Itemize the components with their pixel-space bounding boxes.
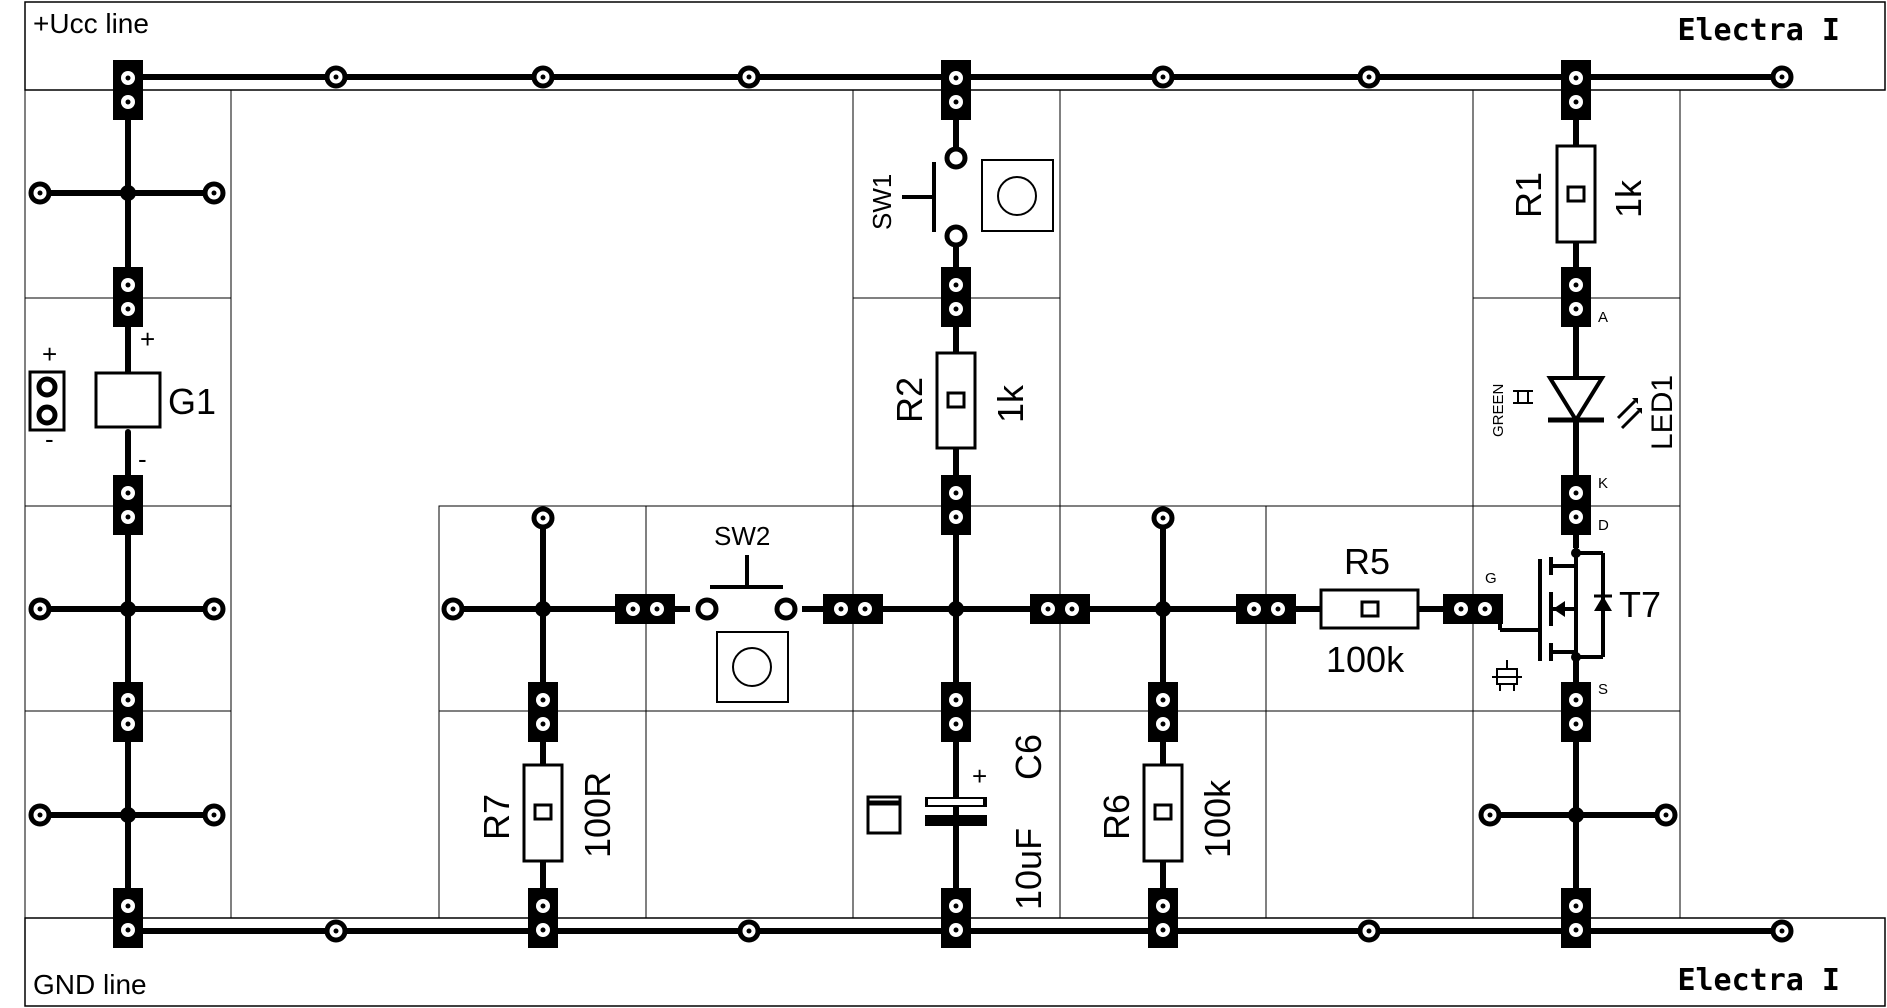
- resistor-r7: R7 100R: [476, 509, 618, 948]
- center-column: [941, 60, 971, 948]
- ucc-line-label: +Ucc line: [33, 8, 149, 39]
- sw1-ref-label: SW1: [867, 174, 897, 230]
- connector-minus-sign: -: [45, 424, 54, 454]
- r5-ref-label: R5: [1344, 541, 1390, 582]
- led1-cathode-label: K: [1598, 475, 1608, 492]
- r2-ref-label: R2: [889, 377, 930, 423]
- c6-ref-label: C6: [1008, 734, 1049, 780]
- r2-value-label: 1k: [990, 384, 1031, 423]
- t7-source-label: S: [1598, 681, 1608, 698]
- led-led1: GREEN LED1 A K: [1490, 309, 1679, 492]
- t7-gate-label: G: [1485, 570, 1497, 587]
- r7-ref-label: R7: [476, 794, 517, 840]
- brand-label-top: Electra I: [1677, 13, 1840, 48]
- resistor-r6: R6 100k: [1096, 509, 1238, 948]
- r1-value-label: 1k: [1608, 179, 1649, 218]
- module-grid: [24, 89, 1681, 919]
- battery-minus-sign: -: [138, 444, 147, 474]
- capacitor-c6: + C6 10uF: [866, 734, 1049, 910]
- switch-sw2[interactable]: SW2: [690, 521, 802, 703]
- switch-sw1[interactable]: SW1: [867, 146, 1054, 248]
- c6-value-label: 10uF: [1008, 828, 1049, 910]
- led1-ref-label: LED1: [1646, 375, 1679, 450]
- led1-anode-label: A: [1598, 309, 1608, 326]
- t7-drain-label: D: [1598, 517, 1609, 534]
- resistor-r5: R5 100k: [1319, 541, 1420, 680]
- c6-polarity-sign: +: [972, 761, 987, 791]
- t7-ref-label: T7: [1619, 584, 1661, 625]
- battery-plus-sign: +: [140, 324, 155, 354]
- connector-plus-sign: +: [42, 339, 57, 369]
- battery-g1: + - + - G1: [28, 60, 223, 948]
- resistor-r1: R1 1k: [1508, 144, 1649, 244]
- r1-ref-label: R1: [1508, 172, 1549, 218]
- mosfet-t7: T7 D G S: [1485, 517, 1661, 698]
- r6-ref-label: R6: [1096, 794, 1137, 840]
- battery-ref-label: G1: [168, 381, 216, 422]
- r5-value-label: 100k: [1326, 639, 1405, 680]
- r7-value-label: 100R: [577, 772, 618, 858]
- gnd-line-label: GND line: [33, 969, 147, 1000]
- brand-label-bottom: Electra I: [1677, 963, 1840, 998]
- r6-value-label: 100k: [1197, 779, 1238, 858]
- resistor-r2: R2 1k: [889, 351, 1031, 450]
- sw2-ref-label: SW2: [714, 521, 770, 551]
- led1-color-label: GREEN: [1490, 384, 1507, 437]
